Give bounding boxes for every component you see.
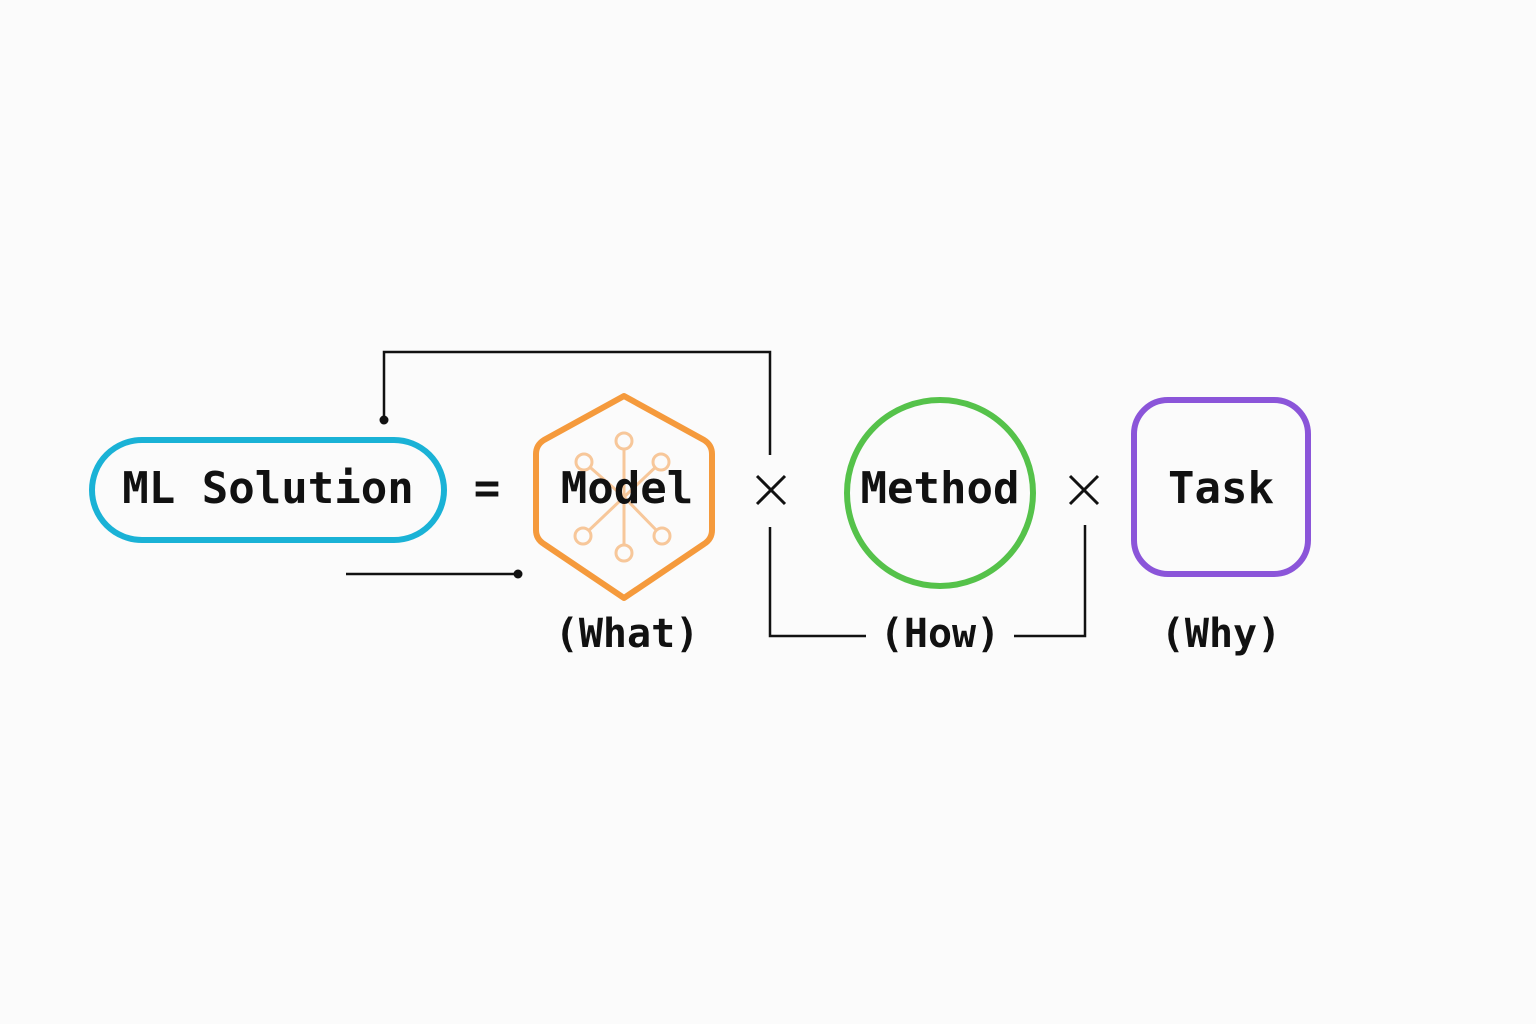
method-role-label: (How) xyxy=(880,611,1000,657)
task-role-label: (Why) xyxy=(1161,611,1281,657)
ml-solution-pill xyxy=(89,437,447,543)
equals-sign: = xyxy=(474,463,501,514)
ml-solution-label: ML Solution xyxy=(122,463,413,514)
network-icon xyxy=(573,431,672,563)
task-label: Task xyxy=(1168,463,1274,514)
task-square xyxy=(1131,397,1311,577)
times-sign-2 xyxy=(1068,474,1100,506)
model-label: Model xyxy=(561,463,693,514)
method-label: Method xyxy=(861,463,1020,514)
how-bracket-right xyxy=(1014,525,1087,638)
times-sign-1 xyxy=(755,474,787,506)
model-role-label: (What) xyxy=(555,611,700,657)
top-connector-dot xyxy=(379,415,389,425)
model-hexagon xyxy=(533,393,715,601)
bottom-connector-dot xyxy=(513,569,523,579)
connector-lines xyxy=(346,350,1087,638)
how-bracket-left xyxy=(768,527,866,638)
top-connector xyxy=(382,350,772,455)
method-circle xyxy=(844,397,1036,589)
